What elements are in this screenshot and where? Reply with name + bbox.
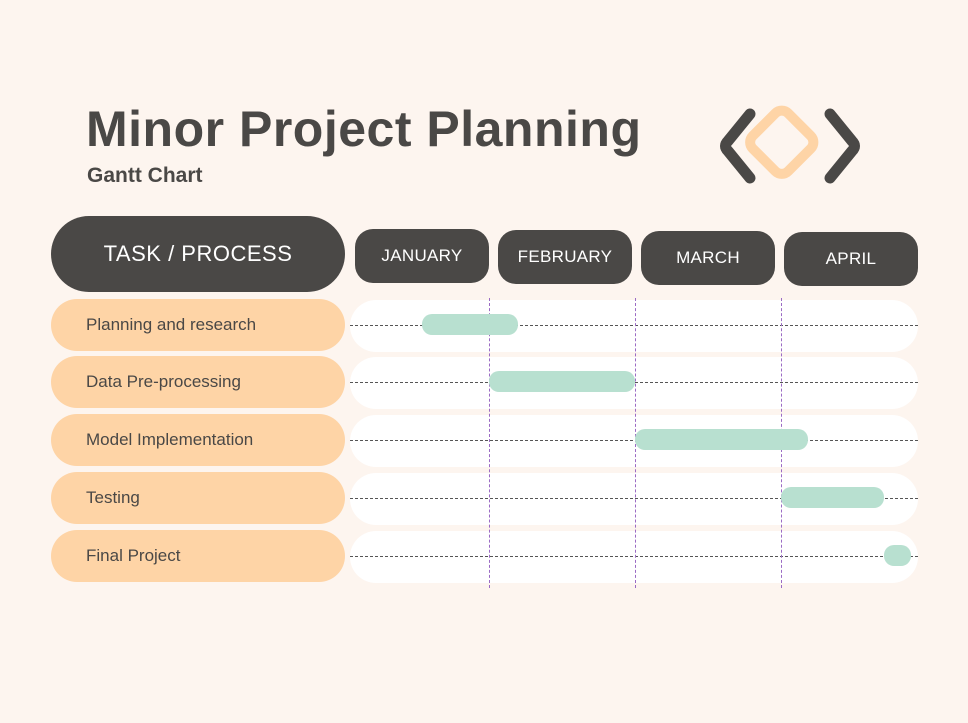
month-header-april: APRIL	[784, 232, 918, 286]
task-row-line	[350, 556, 918, 557]
task-row-line	[350, 498, 918, 499]
month-header-february: FEBRUARY	[498, 230, 632, 284]
task-label: Testing	[51, 472, 345, 524]
task-label: Data Pre-processing	[51, 356, 345, 408]
task-row-track	[350, 415, 918, 467]
gantt-bar	[489, 371, 635, 392]
task-label: Final Project	[51, 530, 345, 582]
gantt-bar	[635, 429, 809, 450]
task-row-line	[350, 325, 918, 326]
task-label: Model Implementation	[51, 414, 345, 466]
month-header-january: JANUARY	[355, 229, 489, 283]
diamond-chevron-logo-icon	[720, 105, 860, 184]
task-row-line	[350, 440, 918, 441]
task-label: Planning and research	[51, 299, 345, 351]
page-subtitle: Gantt Chart	[87, 164, 203, 187]
gantt-bar	[883, 545, 912, 566]
month-header-march: MARCH	[641, 231, 775, 285]
task-row-track	[350, 531, 918, 583]
page-title: Minor Project Planning	[86, 101, 642, 157]
month-divider-line	[489, 298, 490, 588]
gantt-bar	[422, 314, 519, 335]
task-process-header: TASK / PROCESS	[51, 216, 345, 292]
gantt-bar	[781, 487, 884, 508]
